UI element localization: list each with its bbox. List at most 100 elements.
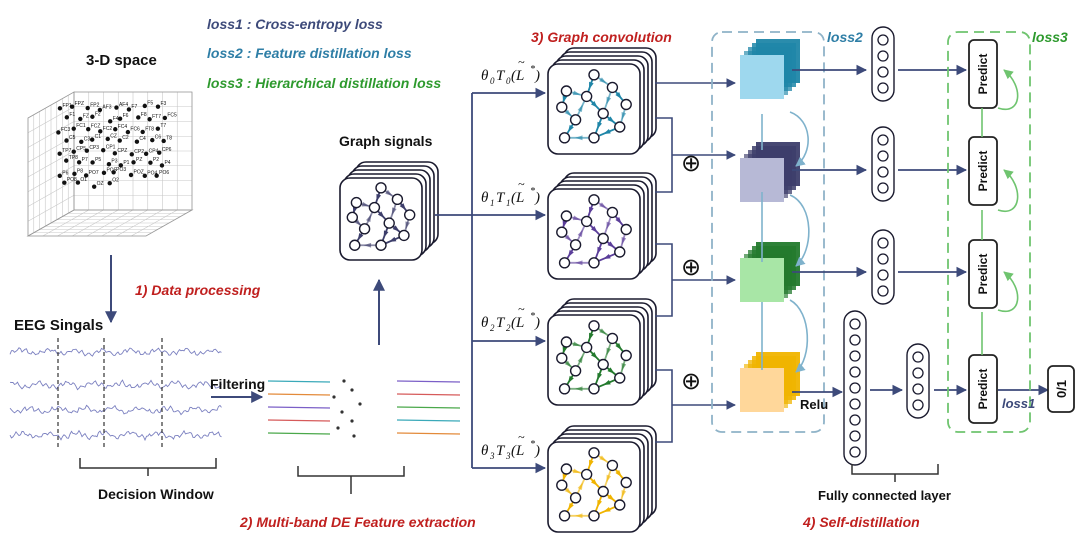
electrode-P8: P8 bbox=[72, 168, 83, 177]
svg-text:θ: θ bbox=[481, 443, 489, 459]
band-dot bbox=[358, 402, 362, 406]
band-line-left bbox=[267, 380, 331, 383]
band-dot bbox=[336, 426, 340, 430]
feature-links bbox=[761, 111, 810, 373]
electrode-P2: P2 bbox=[148, 157, 159, 165]
svg-text:PO7: PO7 bbox=[89, 170, 99, 176]
band-line-left bbox=[267, 406, 331, 409]
svg-text:P3: P3 bbox=[111, 159, 117, 165]
svg-text:FPZ: FPZ bbox=[75, 101, 84, 107]
svg-text:CP3: CP3 bbox=[89, 145, 99, 151]
svg-text:PO5: PO5 bbox=[106, 167, 116, 173]
band-line-right bbox=[396, 393, 461, 396]
svg-text:FC6: FC6 bbox=[130, 127, 140, 133]
electrode-TP7: TP7 bbox=[57, 148, 72, 156]
predict-box-1: Predict bbox=[968, 136, 998, 206]
output-label: 0/1 bbox=[1054, 380, 1069, 398]
svg-text:Predict: Predict bbox=[976, 369, 990, 410]
fc-bracket bbox=[851, 464, 939, 482]
svg-text:OZ: OZ bbox=[97, 181, 104, 187]
electrode-P7: P7 bbox=[76, 157, 88, 165]
electrode-F8: F8 bbox=[136, 112, 147, 120]
svg-text:T: T bbox=[496, 315, 506, 331]
svg-text:*: * bbox=[530, 439, 535, 450]
band-line-left bbox=[267, 432, 331, 435]
svg-text:PO6: PO6 bbox=[159, 170, 169, 176]
svg-text:CP5: CP5 bbox=[76, 146, 86, 152]
graph-branch-1 bbox=[547, 172, 657, 280]
svg-text:T8: T8 bbox=[166, 135, 172, 141]
svg-text:(L: (L bbox=[511, 315, 524, 331]
svg-text:POZ: POZ bbox=[134, 169, 144, 175]
svg-text:PZ: PZ bbox=[136, 157, 142, 163]
electrode-PZ: PZ bbox=[131, 157, 142, 165]
electrode-PO6: PO6 bbox=[154, 170, 169, 178]
predict-box-0: Predict bbox=[968, 39, 998, 109]
electrode-PO5: PO5 bbox=[101, 167, 117, 176]
svg-text:(L: (L bbox=[511, 443, 524, 459]
svg-text:Predict: Predict bbox=[976, 151, 990, 192]
svg-text:FP2: FP2 bbox=[90, 103, 99, 109]
svg-text:~: ~ bbox=[518, 55, 525, 69]
svg-text:~: ~ bbox=[518, 430, 525, 444]
loss2-box-label: loss2 bbox=[827, 29, 863, 45]
svg-text:TP7: TP7 bbox=[62, 148, 71, 154]
band-dot bbox=[352, 434, 356, 438]
electrode-PO4: PO4 bbox=[142, 170, 158, 179]
legend-loss2: loss2 : Feature distillation loss bbox=[207, 45, 412, 61]
band-line-right bbox=[396, 432, 461, 435]
svg-text:CP1: CP1 bbox=[106, 145, 116, 151]
graph-branch-2 bbox=[547, 298, 657, 406]
svg-text:~: ~ bbox=[518, 177, 525, 191]
svg-text:PO4: PO4 bbox=[147, 170, 157, 176]
svg-text:P6: P6 bbox=[62, 170, 68, 176]
svg-text:C3: C3 bbox=[84, 136, 91, 142]
electrode-C1: C1 bbox=[89, 134, 102, 142]
band-line-left bbox=[267, 393, 331, 396]
eeg-signals bbox=[9, 338, 222, 450]
plus-operators: ⊕ ⊕ ⊕ bbox=[681, 149, 701, 395]
svg-text:): ) bbox=[534, 315, 540, 331]
svg-text:θ: θ bbox=[481, 68, 489, 84]
svg-text:C1: C1 bbox=[95, 134, 102, 140]
loss3-box bbox=[947, 31, 1031, 433]
legend-loss3: loss3 : Hierarchical distillation loss bbox=[207, 75, 441, 91]
graph-signals-stack bbox=[339, 161, 439, 261]
svg-text:θ: θ bbox=[481, 190, 489, 206]
graph-signals-label: Graph signals bbox=[339, 133, 433, 149]
electrode-TP8: TP8 bbox=[64, 155, 78, 163]
svg-text:1: 1 bbox=[490, 198, 495, 208]
electrode-T8: T8 bbox=[161, 135, 172, 144]
fc-column-large bbox=[843, 310, 867, 466]
svg-text:P7: P7 bbox=[82, 157, 88, 163]
svg-text:T7: T7 bbox=[160, 123, 166, 129]
band-line-right bbox=[396, 419, 461, 422]
electrode-FC3: FC3 bbox=[56, 127, 71, 135]
fc-column-small bbox=[906, 343, 930, 419]
electrode-FT7: FT7 bbox=[147, 114, 161, 122]
plus-op-1: ⊕ bbox=[681, 149, 701, 177]
svg-text:FZ: FZ bbox=[83, 113, 89, 119]
electrode-POZ: POZ bbox=[128, 169, 144, 178]
multiband-bracket bbox=[297, 466, 405, 494]
flow-arrows bbox=[792, 64, 1050, 396]
band-line-right bbox=[396, 406, 461, 409]
filtering-label: Filtering bbox=[210, 376, 265, 392]
electrode-CP5: CP5 bbox=[71, 146, 86, 154]
svg-text:FT7: FT7 bbox=[152, 114, 161, 120]
svg-text:*: * bbox=[530, 311, 535, 322]
svg-text:FC3: FC3 bbox=[61, 127, 71, 133]
electrode-FCZ: FCZ bbox=[86, 124, 100, 132]
svg-text:T: T bbox=[496, 68, 506, 84]
svg-text:O1: O1 bbox=[80, 177, 87, 183]
electrode-F7: F7 bbox=[126, 104, 137, 112]
loss2-box bbox=[711, 31, 825, 433]
electrode-FP1: FP1 bbox=[57, 103, 72, 111]
merge-connectors bbox=[655, 78, 736, 443]
hierarchical-links bbox=[981, 69, 1019, 355]
loss1-tag: loss1 bbox=[1002, 396, 1035, 411]
